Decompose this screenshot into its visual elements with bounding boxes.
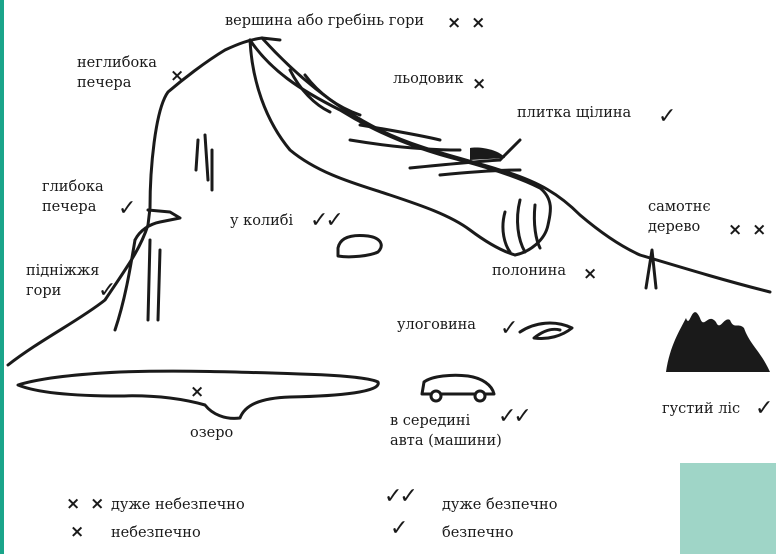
label-forest: густий ліс [662, 400, 740, 419]
cross-icon: × [190, 382, 206, 402]
label-foothill-2: гори [26, 282, 61, 301]
forest-shape [666, 312, 770, 372]
label-lone-tree-1: самотнє [648, 198, 711, 217]
label-shallow-cave-1: неглибока [77, 54, 157, 73]
hut-shape [338, 236, 381, 257]
check-icon: ✓ [500, 316, 515, 341]
cross-icon: × [583, 264, 599, 284]
check-icon: ✓ [118, 196, 133, 221]
label-hollow: улоговина [397, 316, 476, 335]
check-icon: ✓ [658, 104, 673, 129]
label-summit: вершина або гребінь гори [225, 12, 424, 31]
double-check-icon: ✓✓ [384, 484, 415, 509]
label-crevice: плитка щілина [517, 104, 631, 123]
legend-very-dangerous: дуже небезпечно [111, 496, 245, 515]
label-car-2: авта (машини) [390, 432, 502, 451]
label-deep-cave-2: печера [42, 198, 96, 217]
legend-dangerous: небезпечно [111, 524, 201, 543]
legend-very-safe: дуже безпечно [442, 496, 557, 515]
label-deep-cave-1: глибока [42, 178, 104, 197]
label-lake: озеро [190, 424, 233, 443]
label-car-1: в середині [390, 412, 470, 431]
label-foothill-1: підніжжя [26, 262, 99, 281]
cross-icon: × [70, 522, 86, 542]
label-glacier: льодовик [393, 70, 463, 89]
double-check-icon: ✓✓ [310, 208, 341, 233]
cross-icon: × [170, 66, 186, 86]
cross-icon: × [472, 74, 488, 94]
hollow-shape [520, 323, 572, 338]
legend-safe: безпечно [442, 524, 513, 543]
double-cross-icon: × × [447, 13, 487, 33]
double-cross-icon: × × [728, 220, 768, 240]
label-lone-tree-2: дерево [648, 218, 700, 237]
check-icon: ✓ [98, 278, 113, 303]
label-meadow: полонина [492, 262, 566, 281]
double-cross-icon: × × [66, 494, 106, 514]
check-icon: ✓ [755, 396, 770, 421]
double-check-icon: ✓✓ [498, 404, 529, 429]
label-shallow-cave-2: печера [77, 74, 131, 93]
check-icon: ✓ [390, 516, 405, 541]
label-hut: у колибі [230, 212, 293, 231]
